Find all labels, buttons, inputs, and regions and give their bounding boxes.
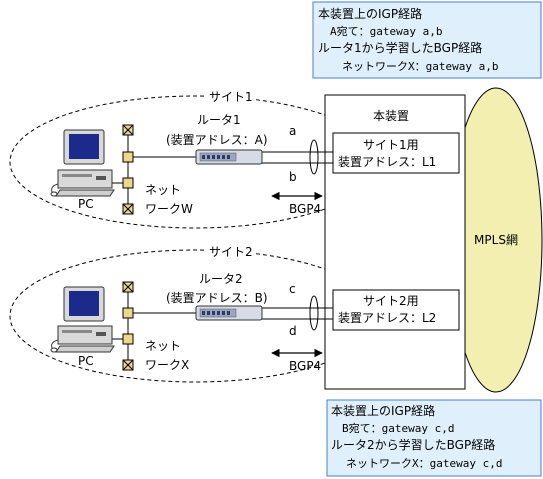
pc1-computer-icon <box>50 129 115 197</box>
network-w-port <box>122 177 134 189</box>
link-a-label: a <box>289 124 296 138</box>
link-bundle-2 <box>309 295 319 331</box>
network-w-label-1: ネット <box>145 183 181 197</box>
router2-name: ルータ2 <box>199 272 243 286</box>
vrf-site2-box: サイト2用 装置アドレス：L2 <box>332 289 460 331</box>
link-c-label: c <box>289 282 296 296</box>
site2-label: サイト2 <box>209 245 253 259</box>
pc2-label: PC <box>78 354 94 368</box>
router1-icon <box>195 149 263 165</box>
pc1-label: PC <box>78 197 94 211</box>
vrf1-line1: サイト1用 <box>363 138 419 152</box>
network-x-port <box>122 333 134 345</box>
network-x-label-1: ネット <box>145 339 181 353</box>
mpls-label: MPLS網 <box>474 233 518 247</box>
bottom-route-info-box: 本装置上のIGP経路 B宛て：gateway c,d ルータ2から学習したBGP… <box>326 399 542 477</box>
device-title: 本装置 <box>373 109 409 123</box>
top-box-line3: ルータ1から学習したBGP経路 <box>318 40 482 55</box>
network-x-port <box>122 307 134 319</box>
vrf1-line2: 装置アドレス：L1 <box>338 155 436 169</box>
network-w-port <box>122 151 134 163</box>
router1-name: ルータ1 <box>197 113 241 127</box>
network-x-terminator-top <box>122 281 134 293</box>
top-route-info-box: 本装置上のIGP経路 A宛て：gateway a,b ルータ1から学習したBGP… <box>312 1 542 79</box>
bottom-box-line2: B宛て：gateway c,d <box>342 421 454 435</box>
bottom-box-line4: ネットワークX：gateway c,d <box>346 457 502 470</box>
router2-icon <box>195 305 263 321</box>
network-w-terminator-top <box>122 124 134 136</box>
link-bundle-1 <box>309 139 319 175</box>
network-x-terminator-bottom <box>122 359 134 371</box>
router2-address: (装置アドレス：B) <box>166 291 268 305</box>
link-b-label: b <box>289 170 297 184</box>
router1-address: (装置アドレス：A) <box>166 133 268 147</box>
bgp-session-2-label: BGP4 <box>289 359 321 373</box>
bottom-box-line3: ルータ2から学習したBGP経路 <box>331 437 495 452</box>
vrf2-line2: 装置アドレス：L2 <box>338 311 436 325</box>
mpls-network: MPLS網 <box>449 87 543 393</box>
top-box-line2: A宛て：gateway a,b <box>330 24 442 38</box>
network-w-terminator-bottom <box>122 203 134 215</box>
pc2-computer-icon <box>50 286 115 353</box>
vrf2-line1: サイト2用 <box>363 294 419 308</box>
site1-label: サイト1 <box>209 90 253 104</box>
bgp-session-1-label: BGP4 <box>289 202 321 216</box>
top-box-line4: ネットワークX：gateway a,b <box>342 60 498 73</box>
bottom-box-line1: 本装置上のIGP経路 <box>331 403 435 418</box>
network-w-label-2: ワークW <box>145 202 193 216</box>
top-box-line1: 本装置上のIGP経路 <box>318 6 422 21</box>
vrf-site1-box: サイト1用 装置アドレス：L1 <box>332 132 460 174</box>
network-x-label-2: ワークX <box>145 358 189 372</box>
link-d-label: d <box>289 324 297 338</box>
